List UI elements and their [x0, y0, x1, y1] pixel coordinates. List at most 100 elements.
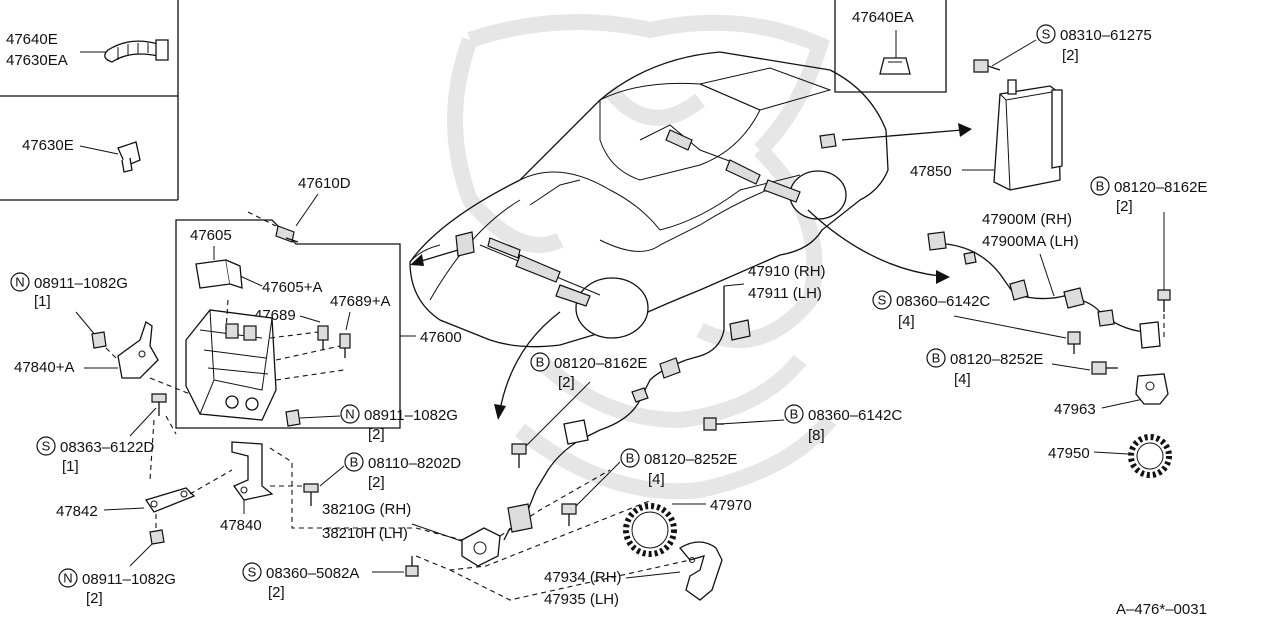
fastener-prefix: N: [15, 275, 24, 290]
nut-icon: [285, 409, 301, 427]
control-unit-location-icon: [819, 133, 837, 149]
fastener-qty: [1]: [34, 293, 51, 310]
fastener-prefix: B: [350, 455, 359, 470]
fastener-qty: [2]: [86, 590, 103, 607]
inset-top-left-1: 47640E 47630EA: [0, 0, 179, 200]
fastener-number: 08911–1082G: [364, 407, 458, 424]
front-wheel: [575, 277, 649, 339]
label-47910: 47910 (RH): [748, 263, 826, 280]
front-hub-sensor-mount-icon: [461, 527, 501, 567]
fastener-prefix: S: [248, 565, 257, 580]
inset-top-left-2: 47630E: [0, 137, 178, 201]
fastener-s-08363: S 08363–6122D [1]: [36, 393, 167, 475]
label-47842: 47842: [56, 503, 98, 520]
fastener-prefix: N: [63, 571, 72, 586]
bolt-icon: [511, 443, 527, 468]
fastener-qty: [2]: [1116, 198, 1133, 215]
fastener-qty: [2]: [368, 474, 385, 491]
fastener-prefix: S: [42, 439, 51, 454]
wheel-sensor-wire-front: [487, 237, 591, 307]
fastener-number: 08120–8252E: [644, 451, 737, 468]
fastener-b-08110: B 08110–8202D [2]: [303, 452, 461, 506]
fastener-qty: [2]: [268, 584, 285, 601]
fastener-b-08360-6142c-front: B 08360–6142C [8]: [703, 404, 902, 444]
bolt-icon: [405, 556, 419, 577]
callout-arrows: [410, 123, 972, 420]
fastener-s-08360-6142c-rear: S 08360–6142C [4]: [872, 290, 1081, 354]
abs-actuator-icon: [185, 309, 277, 421]
car-body: [409, 51, 889, 348]
fastener-n-mid: N 08911–1082G [2]: [285, 404, 458, 443]
fastener-prefix: N: [345, 407, 354, 422]
fastener-qty: [4]: [898, 313, 915, 330]
label-47900ma: 47900MA (LH): [982, 233, 1079, 250]
fastener-prefix: B: [790, 407, 799, 422]
label-47600: 47600: [420, 329, 462, 346]
rear-sensor-bracket-icon: [1135, 373, 1169, 405]
fastener-b-08120-8252e-rear: B 08120–8252E [4]: [926, 348, 1118, 388]
label-47689-a: 47689+A: [330, 293, 390, 310]
nut-icon: [149, 529, 165, 545]
rear-wheel-sensor-icon: [927, 231, 1161, 349]
label-47934: 47934 (RH): [544, 569, 622, 586]
fastener-qty: [4]: [954, 371, 971, 388]
fastener-number: 08120–8162E: [1114, 179, 1207, 196]
clip-icon: [117, 141, 141, 173]
diagram-code: A–476*–0031: [1116, 601, 1207, 618]
fastener-qty: [2]: [558, 374, 575, 391]
label-47840: 47840: [220, 517, 262, 534]
label-47840-a: 47840+A: [14, 359, 74, 376]
fastener-prefix: S: [878, 293, 887, 308]
bolt-icon: [561, 503, 577, 526]
fastener-number: 08360–6142C: [808, 407, 902, 424]
fastener-s-08310-61275: S 08310–61275 [2]: [973, 24, 1152, 73]
label-47911: 47911 (LH): [748, 285, 822, 302]
fastener-b-08120-8162e-rear: B 08120–8162E [2]: [1090, 176, 1207, 312]
actuator-assembly-box: 47600 47605 47605+A 47689 47689+A: [175, 219, 462, 429]
label-47950: 47950: [1048, 445, 1090, 462]
fastener-number: 08120–8162E: [554, 355, 647, 372]
fastener-number: 08310–61275: [1060, 27, 1152, 44]
rear-sensor-rotor-icon: [1128, 434, 1172, 478]
bolt-icon: [703, 417, 724, 431]
nut-icon: [91, 331, 107, 349]
bolt-icon: [1157, 289, 1171, 312]
bolt-icon: [1067, 331, 1081, 354]
fastener-number: 08911–1082G: [82, 571, 176, 588]
label-47935: 47935 (LH): [544, 591, 619, 608]
fastener-number: 08911–1082G: [34, 275, 128, 292]
label-47640e: 47640E: [6, 31, 58, 48]
fastener-n-bottom: N 08911–1082G [2]: [58, 543, 176, 607]
fastener-qty: [8]: [808, 427, 825, 444]
label-47605-a: 47605+A: [262, 279, 322, 296]
sensor-cover-icon: [679, 541, 723, 601]
abs-control-unit-icon: [993, 79, 1063, 191]
fastener-number: 08360–6142C: [896, 293, 990, 310]
front-wheel-sensor-icon: [503, 286, 751, 541]
bolt-icon: [1091, 361, 1118, 375]
bracket-icon: [231, 441, 274, 501]
fastener-s-08360-5082a: S 08360–5082A [2]: [242, 556, 419, 601]
plate-icon: [144, 487, 196, 513]
fastener-qty: [1]: [62, 458, 79, 475]
fastener-number: 08110–8202D: [368, 455, 461, 472]
label-47900m: 47900M (RH): [982, 211, 1072, 228]
label-47963: 47963: [1054, 401, 1096, 418]
bolt-icon: [275, 225, 299, 243]
label-47850: 47850: [910, 163, 952, 180]
wheel-sensor-wire-rear: [665, 129, 801, 203]
bolt-icon: [303, 483, 319, 506]
actuator-location-icon: [455, 231, 475, 257]
fastener-b-08120-8162e-front: B 08120–8162E [2]: [511, 352, 647, 468]
fastener-number: 08363–6122D: [60, 439, 154, 456]
fastener-prefix: S: [1042, 27, 1051, 42]
label-47630ea: 47630EA: [6, 52, 68, 69]
label-47605: 47605: [190, 227, 232, 244]
bracket-icon: [117, 320, 159, 379]
fastener-number: 08120–8252E: [950, 351, 1043, 368]
valve-screw-icon: [317, 325, 351, 358]
label-38210g: 38210G (RH): [322, 501, 411, 518]
relay-icon: [195, 259, 243, 289]
fastener-n-top: N 08911–1082G [1]: [10, 272, 128, 349]
